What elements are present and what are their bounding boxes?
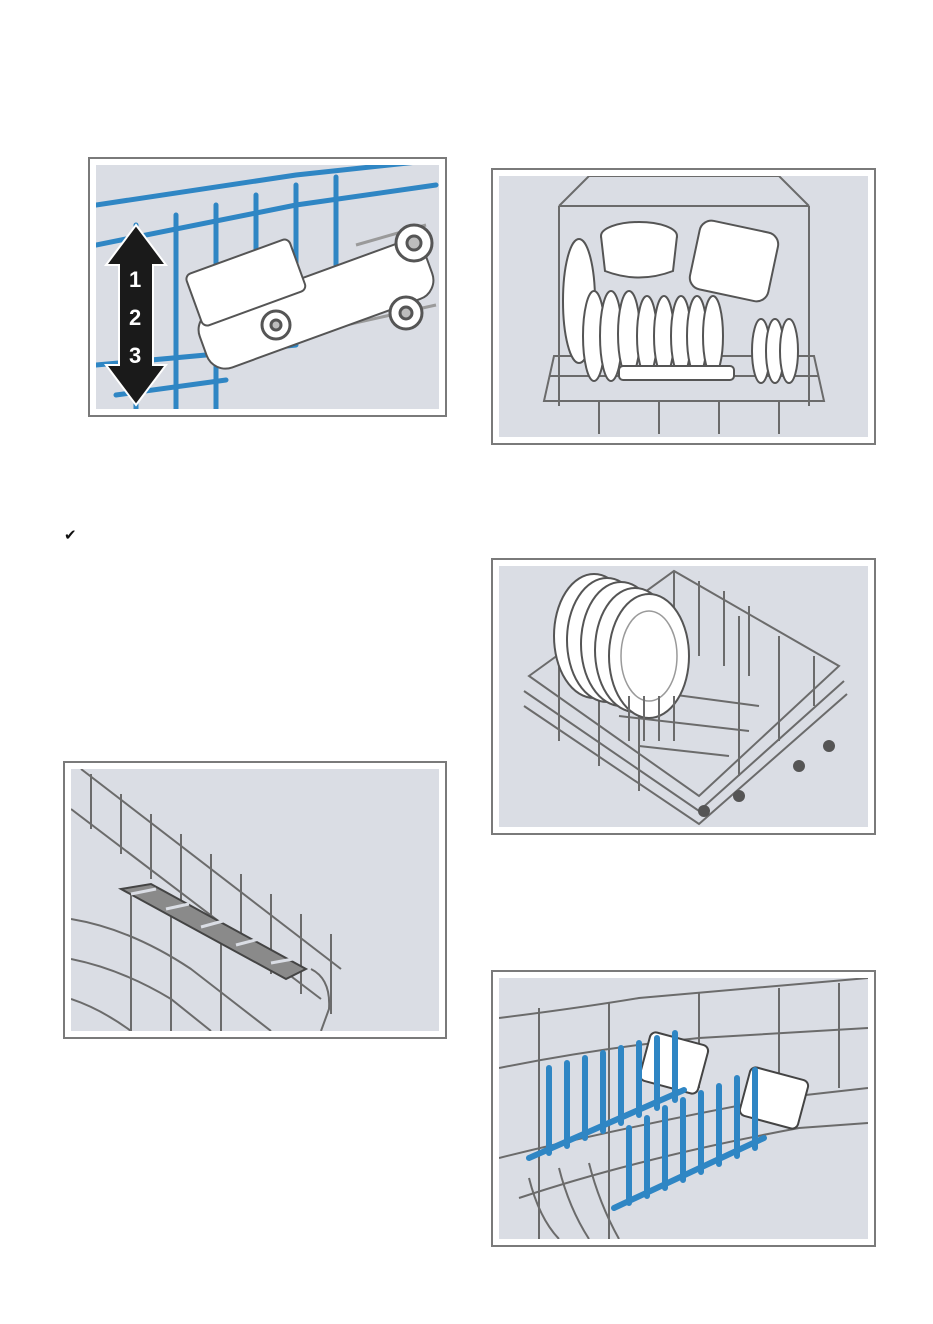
position-label-3: 3 [129, 343, 141, 368]
checkmark-icon: ✔ [64, 528, 77, 543]
figure-basket-height: 1 2 3 [88, 157, 447, 417]
lower-basket-illustration [499, 566, 868, 827]
figure-plate-rack-panel [499, 978, 868, 1239]
position-label-1: 1 [129, 267, 141, 292]
folding-shelf-illustration [71, 769, 439, 1031]
position-label-2: 2 [129, 305, 141, 330]
figure-upper-basket-loaded [491, 168, 876, 445]
upper-basket-illustration [499, 176, 868, 437]
folding-shelf-part [121, 884, 306, 979]
basket-height-illustration: 1 2 3 [96, 165, 439, 409]
figure-lower-basket-panel [499, 566, 868, 827]
figure-folding-shelf-panel [71, 769, 439, 1031]
figure-plate-rack-tines [491, 970, 876, 1247]
figure-lower-basket-plates [491, 558, 876, 835]
figure-folding-shelf [63, 761, 447, 1039]
figure-basket-height-panel: 1 2 3 [96, 165, 439, 409]
figure-upper-basket-panel [499, 176, 868, 437]
plates-stack [554, 574, 689, 718]
plate-rack-illustration [499, 978, 868, 1239]
